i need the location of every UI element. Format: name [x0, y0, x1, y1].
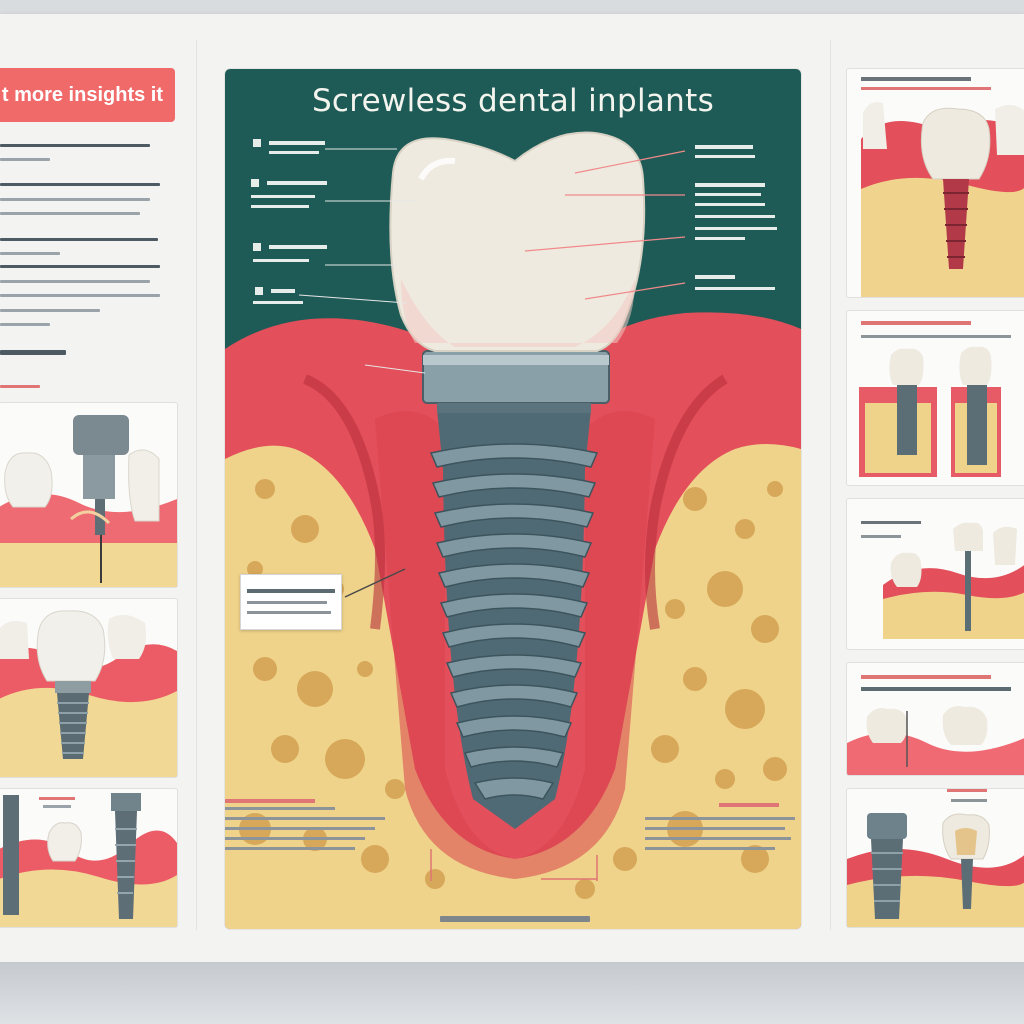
left-card-implant	[0, 598, 178, 778]
right-card-crown	[846, 68, 1024, 298]
right-card-healing	[846, 498, 1024, 650]
source-url	[440, 916, 590, 922]
more-insights-button[interactable]: t more insights it	[0, 68, 175, 122]
column-divider-right	[830, 40, 831, 930]
right-card-final-crown	[846, 788, 1024, 928]
column-divider-left	[196, 40, 197, 930]
page-title: Screwless dental inplants	[311, 83, 715, 119]
left-card-abutment	[0, 402, 178, 588]
right-card-stages	[846, 310, 1024, 486]
bone-callout-label	[240, 574, 342, 630]
left-card-comparison	[0, 788, 178, 928]
shelf	[0, 962, 1024, 1024]
right-card-gum-recovery	[846, 662, 1024, 776]
main-diagram-panel: Screwless dental inplants	[224, 68, 802, 930]
